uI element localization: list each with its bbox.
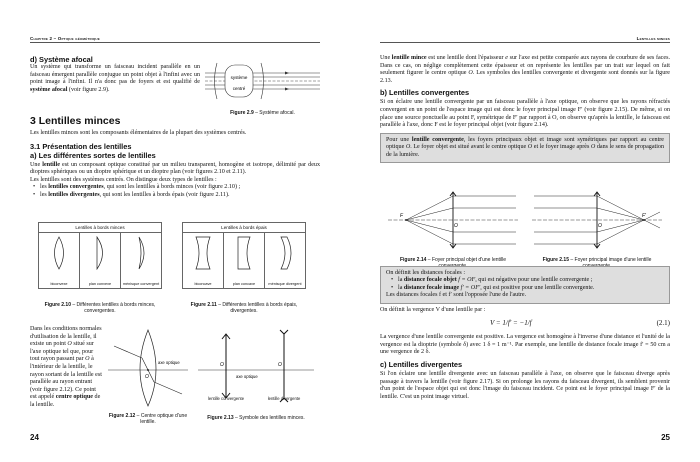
svg-text:O: O [454,223,458,229]
afocal-text: Un système qui transforme un faisceau in… [30,64,200,93]
subsection-a-title: a) Les différentes sortes de lentilles [30,150,156,160]
afocal-diagram: système centré [205,62,320,100]
converging-meniscus-lens: ménisque convergent [121,233,161,288]
figure-2-9: système centré Figure 2.9 – Système afoc… [205,55,320,116]
plano-concave-lens: plan concave [224,233,265,288]
list-item: les lentilles divergentes, qui sont les … [33,192,320,200]
thin-lens-definition: Une lentille mince est une lentille dont… [380,55,670,84]
section-3: 3 Lentilles minces Les lentilles minces … [30,115,320,200]
biconcave-lens: biconcave [183,233,224,288]
section-3-1-title: 3.1 Présentation des lentilles [30,141,132,151]
afocal-title: d) Système afocal [30,55,93,64]
focal-distances-box: On définit les distances focales : la di… [380,266,670,304]
convergent-foci-box: Pour une lentille convergente, les foyer… [380,132,670,163]
afocal-section: d) Système afocal Un système qui transfo… [30,55,200,94]
svg-text:O: O [598,223,602,229]
thick-edge-lens-table: Lentilles à bords épais biconcave plan c… [182,222,306,289]
formula-number: (2.1) [656,319,670,328]
list-item: la distance focale image f′ = OF′, qui e… [391,285,664,293]
image-focus-diagram: F′ O [532,191,662,249]
svg-text:centré: centré [233,86,246,91]
svg-text:O: O [278,362,282,368]
table-title: Lentilles à bords épais [183,223,305,233]
svg-text:O: O [220,362,224,368]
biconvex-lens: biconvexe [39,233,80,288]
right-page: Lentilles minces Une lentille mince est … [350,0,700,462]
formula: V = 1/f′ = −1/f [490,319,532,328]
figure-2-11-caption: Figure 2.11 – Différentes lentilles à bo… [190,302,298,314]
section-header: Lentilles minces [636,36,670,41]
convergent-symbol-label: lentille convergente [207,396,245,401]
running-header-right: Lentilles minces [380,34,670,43]
diverging-meniscus-lens: ménisque divergent [265,233,305,288]
page-number-right: 25 [661,433,670,442]
list-item: la distance focale objet f = OF, qui est… [391,277,664,285]
running-header-left: Chapitre 2 – Optique géométrique [30,34,320,43]
lens-symbols-diagram: O O axe optique [198,329,314,403]
subsection-b-title: b) Lentilles convergentes [380,88,470,98]
divergent-symbol-label: lentille divergente [267,396,301,401]
divergent-lens-text: Si l'on éclaire une lentille divergente … [380,371,670,400]
lens-types-intro: Les lentilles sont des systèmes centrés.… [30,176,217,183]
svg-text:F′: F′ [642,213,647,219]
optical-center-diagram: O axe optique [108,329,188,407]
vergence-formula: V = 1/f′ = −1/f (2.1) [380,314,670,334]
plano-convex-lens: plan convexe [80,233,121,288]
subsection-c-title: c) Lentilles divergentes [380,360,463,369]
page-number-left: 24 [30,433,39,442]
svg-text:F: F [400,213,404,219]
figure-2-13-caption: Figure 2.13 – Symbole des lentilles minc… [207,415,305,421]
figure-2-12: O axe optique Figure 2.12 – Centre optiq… [108,326,188,425]
svg-text:O: O [145,374,149,380]
figure-2-9-caption: Figure 2.9 – Système afocal. [230,110,295,116]
figure-2-15: F′ O Figure 2.15 – Foyer principal image… [532,190,662,269]
optical-center-text: Dans les conditions normales d'utilisati… [30,326,102,408]
lens-types-list: les lentilles convergentes, qui sont les… [30,184,320,199]
axe-optique-label: axe optique [158,360,180,365]
list-item: les lentilles convergentes, qui sont les… [33,184,320,192]
afocal-fig-label: système [231,75,248,80]
figure-2-13: O O axe optique lentille convergente len… [196,326,316,421]
lens-definition: Une lentille est un composant optique co… [30,161,320,176]
section-3-title: 3 Lentilles minces [30,115,121,127]
left-page: Chapitre 2 – Optique géométrique d) Syst… [0,0,350,462]
right-top-block: Une lentille mince est une lentille dont… [380,55,670,163]
table-title: Lentilles à bords minces [39,223,161,233]
figure-2-12-caption: Figure 2.12 – Centre optique d'une lenti… [108,413,188,425]
vergence-text: La vergence d'une lentille convergente e… [380,334,670,356]
axe-optique-label: axe optique [236,374,258,379]
object-focus-diagram: F O [388,191,518,249]
section-3-intro: Les lentilles minces sont les composants… [30,130,247,136]
chapter-header: Chapitre 2 – Optique géométrique [30,36,100,41]
vergence-intro: On définit la vergence V d'une lentille … [380,306,486,313]
convergent-lens-text: Si on éclaire une lentille convergente p… [380,99,670,129]
figure-2-10-caption: Figure 2.10 – Différentes lentilles à bo… [44,302,156,314]
right-middle-block: On définit les distances focales : la di… [380,266,670,401]
thin-edge-lens-table: Lentilles à bords minces biconvexe plan … [38,222,162,289]
figure-2-14: F O Figure 2.14 – Foyer principal objet … [388,190,518,269]
